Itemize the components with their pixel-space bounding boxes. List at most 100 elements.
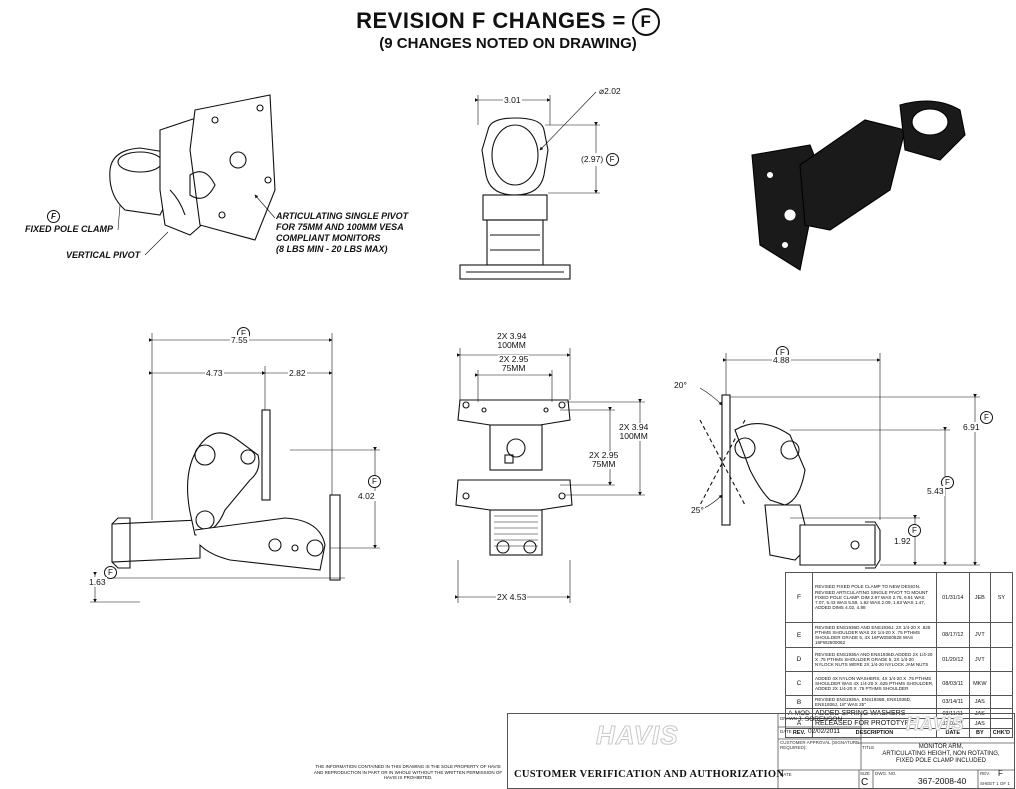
rev-mark: F	[605, 153, 619, 166]
rev-mark-right-total: F	[980, 407, 993, 425]
title-line: MONITOR ARM,	[918, 744, 964, 750]
dim-right-h-mid: 5.43	[926, 486, 945, 496]
dim-right-angle-top: 20°	[673, 380, 688, 390]
callout-line: ARTICULATING SINGLE PIVOT	[276, 211, 409, 221]
rev-cell: C	[785, 671, 813, 696]
dim-unit: 75MM	[501, 363, 526, 373]
callout-rev-marker: F	[47, 210, 60, 223]
rev-cell: E	[785, 622, 813, 648]
drawn-label: DRAWN	[780, 716, 797, 721]
dim-value: 2X 3.94	[619, 422, 649, 432]
drawn-date: 02/02/2011	[808, 728, 841, 735]
rev-desc: ADDED 4X NYLON WASHERS, 4X 1/4-20 X .75 …	[812, 671, 937, 696]
rev-date: 08/17/12	[935, 622, 970, 648]
revision-row: C ADDED 4X NYLON WASHERS, 4X 1/4-20 X .7…	[785, 671, 1014, 696]
rev-chkd: SY	[989, 572, 1014, 623]
side-view-mount	[100, 409, 345, 581]
dim-side-overall: 7.55	[230, 335, 249, 345]
title-block-grid	[777, 714, 1014, 788]
dim-right-h-low: 1.92	[893, 536, 912, 546]
callout-articulating-pivot: ARTICULATING SINGLE PIVOT FOR 75MM AND 1…	[276, 211, 408, 255]
rev-mark: F	[47, 210, 60, 223]
drawing-title: MONITOR ARM, ARTICULATING HEIGHT, NON RO…	[870, 744, 1012, 765]
dim-value: 2X 3.94	[497, 331, 527, 341]
dim-unit: 75MM	[591, 459, 616, 469]
rev-chkd	[989, 647, 1014, 672]
rev-cell: B	[785, 694, 813, 710]
revision-row: F REVISED FIXED POLE CLAMP TO NEW DESIGN…	[785, 572, 1014, 623]
right-view-mount	[699, 394, 881, 569]
revision-row: E REVISED ENS1936D AND ENS1936J. 2X 1/4-…	[785, 622, 1014, 648]
rev-mark: F	[104, 566, 117, 579]
rev-desc: REVISED ENS1936A, ENS1936B, ENS1936D, EN…	[812, 694, 937, 710]
rev-mark-side-base: F	[104, 562, 117, 580]
dim-top-dia: ⌀2.02	[598, 86, 622, 97]
rev-mark: F	[908, 524, 921, 537]
dim-top-width: 3.01	[503, 95, 522, 105]
front-view-mount	[455, 399, 573, 556]
rev-header: REV.	[785, 728, 813, 739]
callout-line: (8 LBS MIN - 20 LBS MAX)	[276, 244, 388, 254]
rev-mark: F	[941, 476, 954, 489]
rev-date: 01/20/12	[935, 647, 970, 672]
rev-chkd	[989, 694, 1014, 710]
dim-value: 2.97	[583, 154, 601, 164]
rev-by: MKW	[968, 671, 991, 696]
rev-cell: D	[785, 647, 813, 672]
rev-mark-right-low: F	[908, 520, 921, 538]
rev-cell: F	[785, 572, 813, 623]
callout-line: FOR 75MM AND 100MM VESA	[276, 222, 404, 232]
callout-line: COMPLIANT MONITORS	[276, 233, 381, 243]
dwg-no-label: DWG. NO.	[875, 771, 897, 776]
rev-date: 03/14/11	[935, 694, 970, 710]
title-line: ARTICULATING HEIGHT, NON ROTATING,	[882, 751, 1000, 757]
havis-logo-small: HAVIS	[906, 714, 965, 735]
dim-unit: 100MM	[619, 431, 648, 441]
title-line: FIXED POLE CLAMP INCLUDED	[896, 758, 986, 764]
size-label: SIZE	[860, 771, 871, 776]
rev-desc: REVISED FIXED POLE CLAMP TO NEW DESIGN. …	[812, 572, 937, 623]
callout-fixed-pole-clamp: FIXED POLE CLAMP	[25, 224, 114, 234]
dim-side-left: 4.73	[205, 368, 224, 378]
rev-chkd	[989, 671, 1014, 696]
dim-front-base: 2X 4.53	[496, 592, 528, 602]
date-label: DATE	[780, 729, 792, 734]
rev-desc: REVISED ENS1936D AND ENS1936J. 2X 1/4-20…	[812, 622, 937, 648]
dim-unit: 100MM	[497, 340, 526, 350]
rev-mark: F	[368, 475, 381, 488]
revision-symbol: F	[631, 8, 660, 37]
rev-date: 08/03/11	[935, 671, 970, 696]
dim-value: 2X 2.95	[499, 354, 529, 364]
dim-right-width: 4.88	[772, 355, 791, 365]
havis-logo-watermark: HAVIS	[596, 720, 679, 751]
rev-value: F	[998, 769, 1003, 778]
verification-title: CUSTOMER VERIFICATION AND AUTHORIZATION	[514, 769, 785, 780]
dim-right-angle-bottom: 25°	[690, 505, 705, 515]
customer-approval-label: CUSTOMER APPROVAL (SIGNATURE REQUIRED):	[780, 740, 860, 750]
revision-row: B REVISED ENS1936A, ENS1936B, ENS1936D, …	[785, 694, 1014, 710]
title-text: REVISION F CHANGES =	[356, 8, 626, 33]
dwg-no-value: 367-2008-40	[918, 776, 967, 786]
title-block: HAVIS HAVIS DRAWN J. SORENSON DATE 02/02…	[507, 713, 1015, 789]
rev-mark-right-mid: F	[941, 472, 954, 490]
rev-mark-side-height: F	[368, 471, 381, 489]
dim-side-base: 1.63	[88, 577, 107, 587]
title-label: TITLE	[862, 745, 875, 750]
iso-view-mount	[109, 94, 276, 241]
iso-solid-view	[751, 100, 966, 271]
top-view-mount	[459, 117, 571, 280]
disclaimer-text: THE INFORMATION CONTAINED IN THIS DRAWIN…	[313, 764, 503, 780]
callout-vertical-pivot: VERTICAL PIVOT	[66, 250, 141, 260]
rev-chkd	[989, 622, 1014, 648]
page-title: REVISION F CHANGES =F	[0, 8, 1016, 37]
rev-mark: F	[980, 411, 993, 424]
rev-date: 01/31/14	[935, 572, 970, 623]
dim-side-height: 4.02	[357, 491, 376, 501]
rev-by: JVT	[968, 647, 991, 672]
rev-label: REV.	[980, 771, 991, 776]
page-subtitle: (9 CHANGES NOTED ON DRAWING)	[379, 35, 637, 52]
